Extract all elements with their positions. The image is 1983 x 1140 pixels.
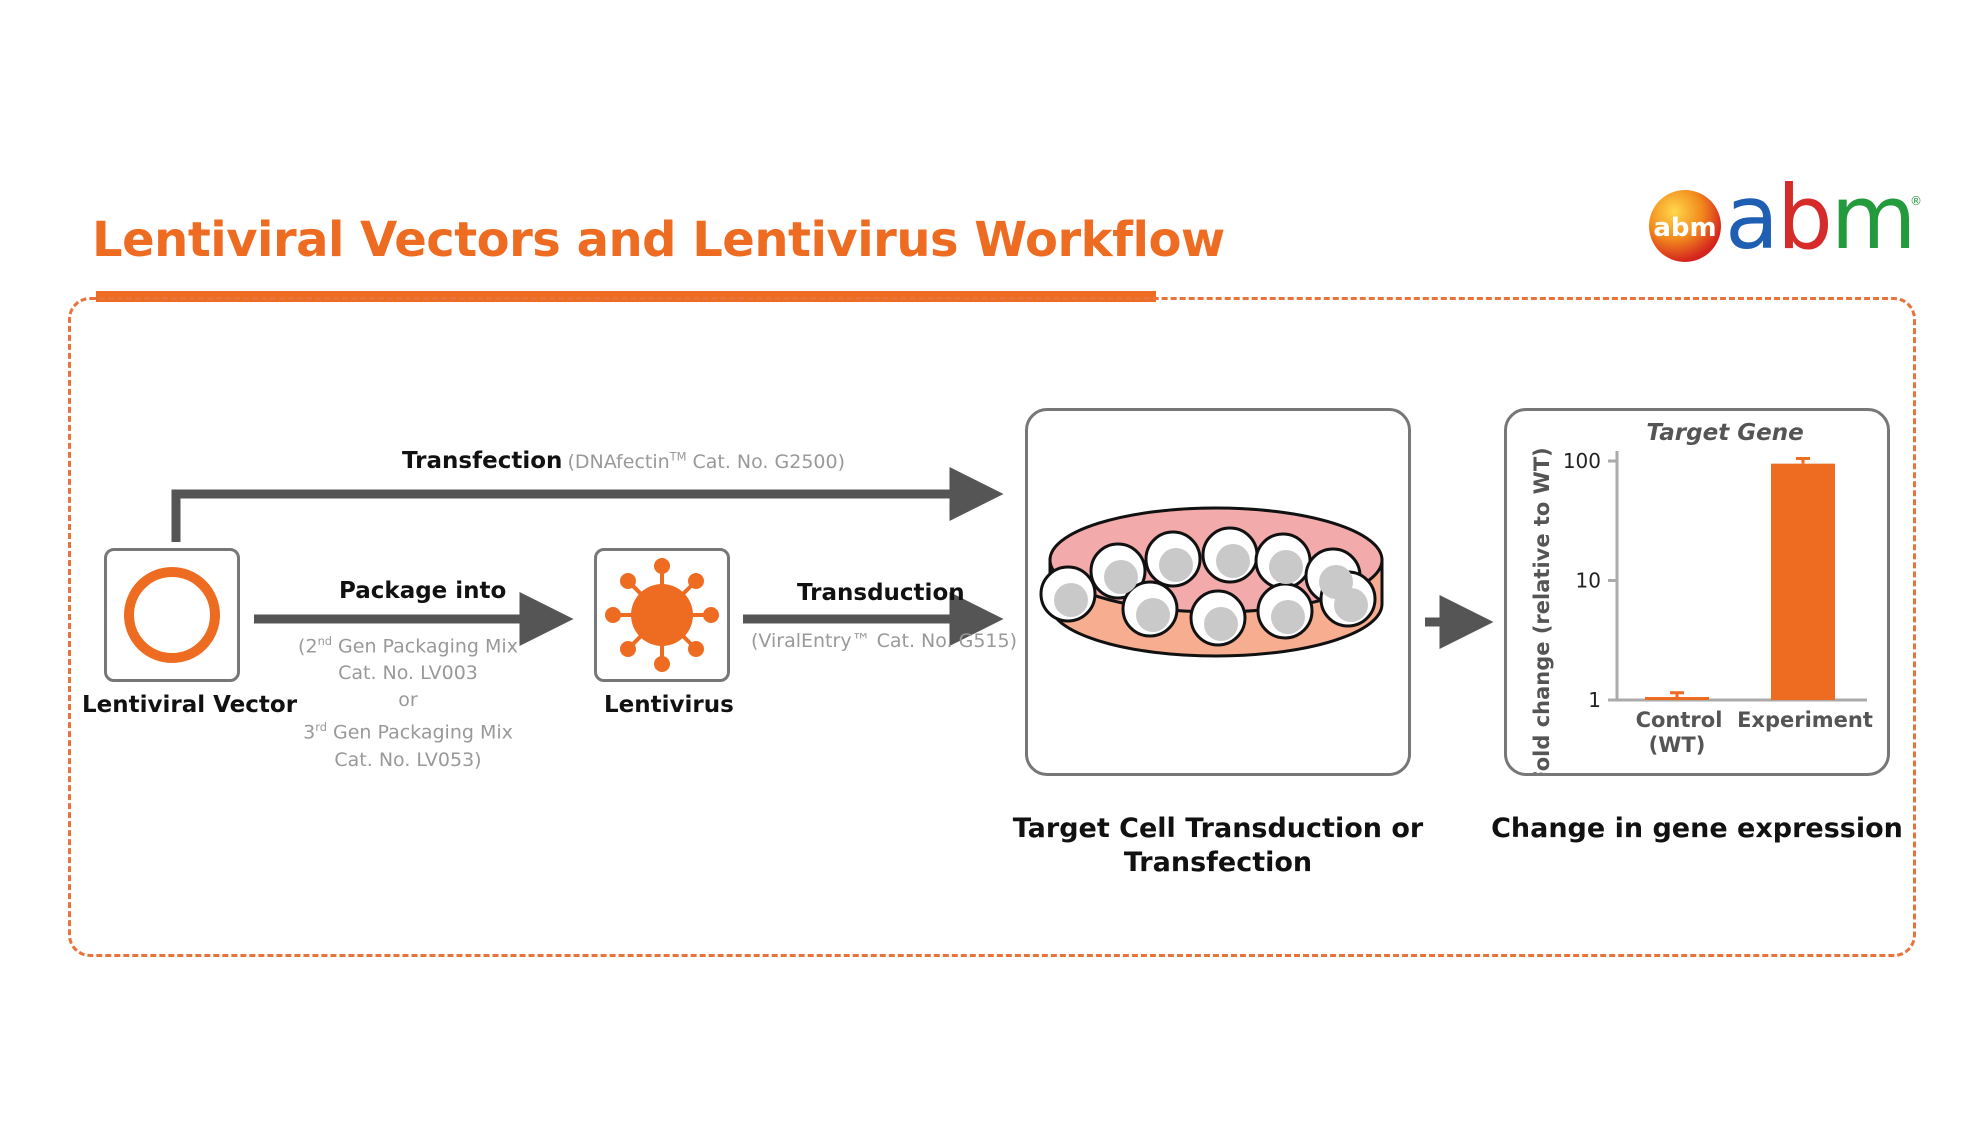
target-cell-box	[1025, 408, 1411, 776]
transduction-note: (ViralEntry™ Cat. No. G515)	[751, 630, 1018, 652]
chart-category-label: (WT)	[1649, 733, 1706, 757]
chart-y-axis-label: Fold change (relative to WT)	[1530, 447, 1554, 773]
package-note-line2: Cat. No. LV003	[338, 662, 478, 685]
petri-dish-cells-icon	[1039, 506, 1384, 658]
transfection-caption: Transfection (DNAfectinTM Cat. No. G2500…	[402, 448, 845, 474]
plasmid-ring-icon	[124, 567, 220, 663]
lentivirus-box	[594, 548, 730, 682]
page-title: Lentiviral Vectors and Lentivirus Workfl…	[92, 212, 1225, 268]
logo-letter-b: b	[1776, 166, 1833, 269]
logo-wordmark: abm	[1725, 174, 1917, 262]
chart-bar	[1771, 463, 1835, 700]
logo-letter-a: a	[1725, 166, 1779, 269]
abm-logo: abm abm ®	[1645, 174, 1925, 272]
transfection-note: (DNAfectinTM Cat. No. G2500)	[567, 449, 846, 473]
lentiviral-vector-label: Lentiviral Vector	[82, 692, 298, 718]
logo-badge-text: abm	[1653, 213, 1716, 243]
package-label: Package into	[339, 578, 507, 604]
title-underline	[96, 291, 1156, 302]
package-note-line5: Cat. No. LV053)	[334, 748, 482, 771]
package-notes: (2nd Gen Packaging Mix Cat. No. LV003 or…	[296, 628, 520, 774]
transfection-label: Transfection	[402, 448, 563, 474]
gene-expression-chart: Target Gene Fold change (relative to WT)…	[1530, 420, 1873, 785]
workflow-frame	[68, 297, 1916, 957]
chart-y-tick-label: 1	[1588, 688, 1601, 712]
package-note-line3: or	[398, 689, 418, 712]
virus-icon	[605, 558, 719, 672]
lentivirus-label: Lentivirus	[604, 692, 734, 718]
transduction-label: Transduction	[797, 580, 965, 606]
chart-category-label: Experiment	[1737, 708, 1873, 732]
chart-bar	[1645, 697, 1709, 700]
target-cell-label: Target Cell Transduction or Transfection	[1012, 813, 1424, 878]
package-note-line4: 3rd Gen Packaging Mix	[303, 720, 513, 744]
package-note-line1: (2nd Gen Packaging Mix	[298, 634, 518, 658]
logo-badge-icon: abm	[1649, 190, 1721, 262]
chart-y-tick-label: 10	[1576, 569, 1601, 593]
transfection-arrow	[171, 467, 1004, 542]
gene-expression-label: Change in gene expression	[1491, 813, 1903, 844]
gene-expression-box: Target Gene Fold change (relative to WT)…	[1504, 408, 1890, 785]
chart-category-label: Control	[1636, 708, 1723, 732]
chart-y-tick-label: 100	[1563, 449, 1601, 473]
chart-title: Target Gene	[1646, 420, 1803, 446]
logo-letter-m: m	[1830, 166, 1917, 269]
logo-registered-mark: ®	[1910, 194, 1922, 208]
lentiviral-vector-box	[104, 548, 240, 682]
